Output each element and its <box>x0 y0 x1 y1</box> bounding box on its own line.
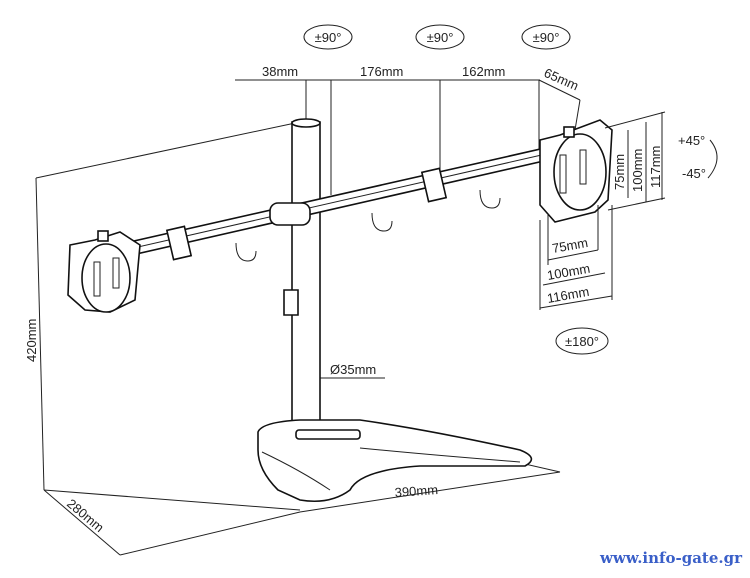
rotate-label: ±180° <box>565 334 599 349</box>
base-width-dim: 390mm <box>394 482 438 500</box>
pole-diameter-dim: Ø35mm <box>330 362 376 377</box>
vesa-h-100-dim: 100mm <box>630 149 645 192</box>
arm-segment-1-dim: 176mm <box>360 64 403 79</box>
tilt-down-label: -45° <box>682 166 706 181</box>
right-vesa-plate <box>539 111 718 310</box>
pole <box>283 118 321 423</box>
arm-segment-2-dim: 162mm <box>462 64 505 79</box>
vesa-w-75-dim: 75mm <box>551 235 589 256</box>
base <box>257 419 533 503</box>
head-depth-dim: 65mm <box>542 65 581 93</box>
reference-lines <box>35 79 581 556</box>
arm-right-rotation-label: ±90° <box>533 30 560 45</box>
tilt-up-label: +45° <box>678 133 705 148</box>
watermark: www.info-gate.gr <box>599 549 743 567</box>
base-depth-dim: 280mm <box>64 496 107 535</box>
plate-w-116-dim: 116mm <box>546 284 590 306</box>
vesa-h-75-dim: 75mm <box>612 154 627 190</box>
arm-left-rotation-label: ±90° <box>315 30 342 45</box>
left-vesa-plate <box>67 230 141 313</box>
rotation-markers <box>303 24 609 355</box>
plate-h-117-dim: 117mm <box>648 146 663 188</box>
arm-mid-rotation-label: ±90° <box>427 30 454 45</box>
pole-offset-dim: 38mm <box>262 64 298 79</box>
height-dim: 420mm <box>24 319 39 362</box>
vesa-w-100-dim: 100mm <box>546 261 591 283</box>
